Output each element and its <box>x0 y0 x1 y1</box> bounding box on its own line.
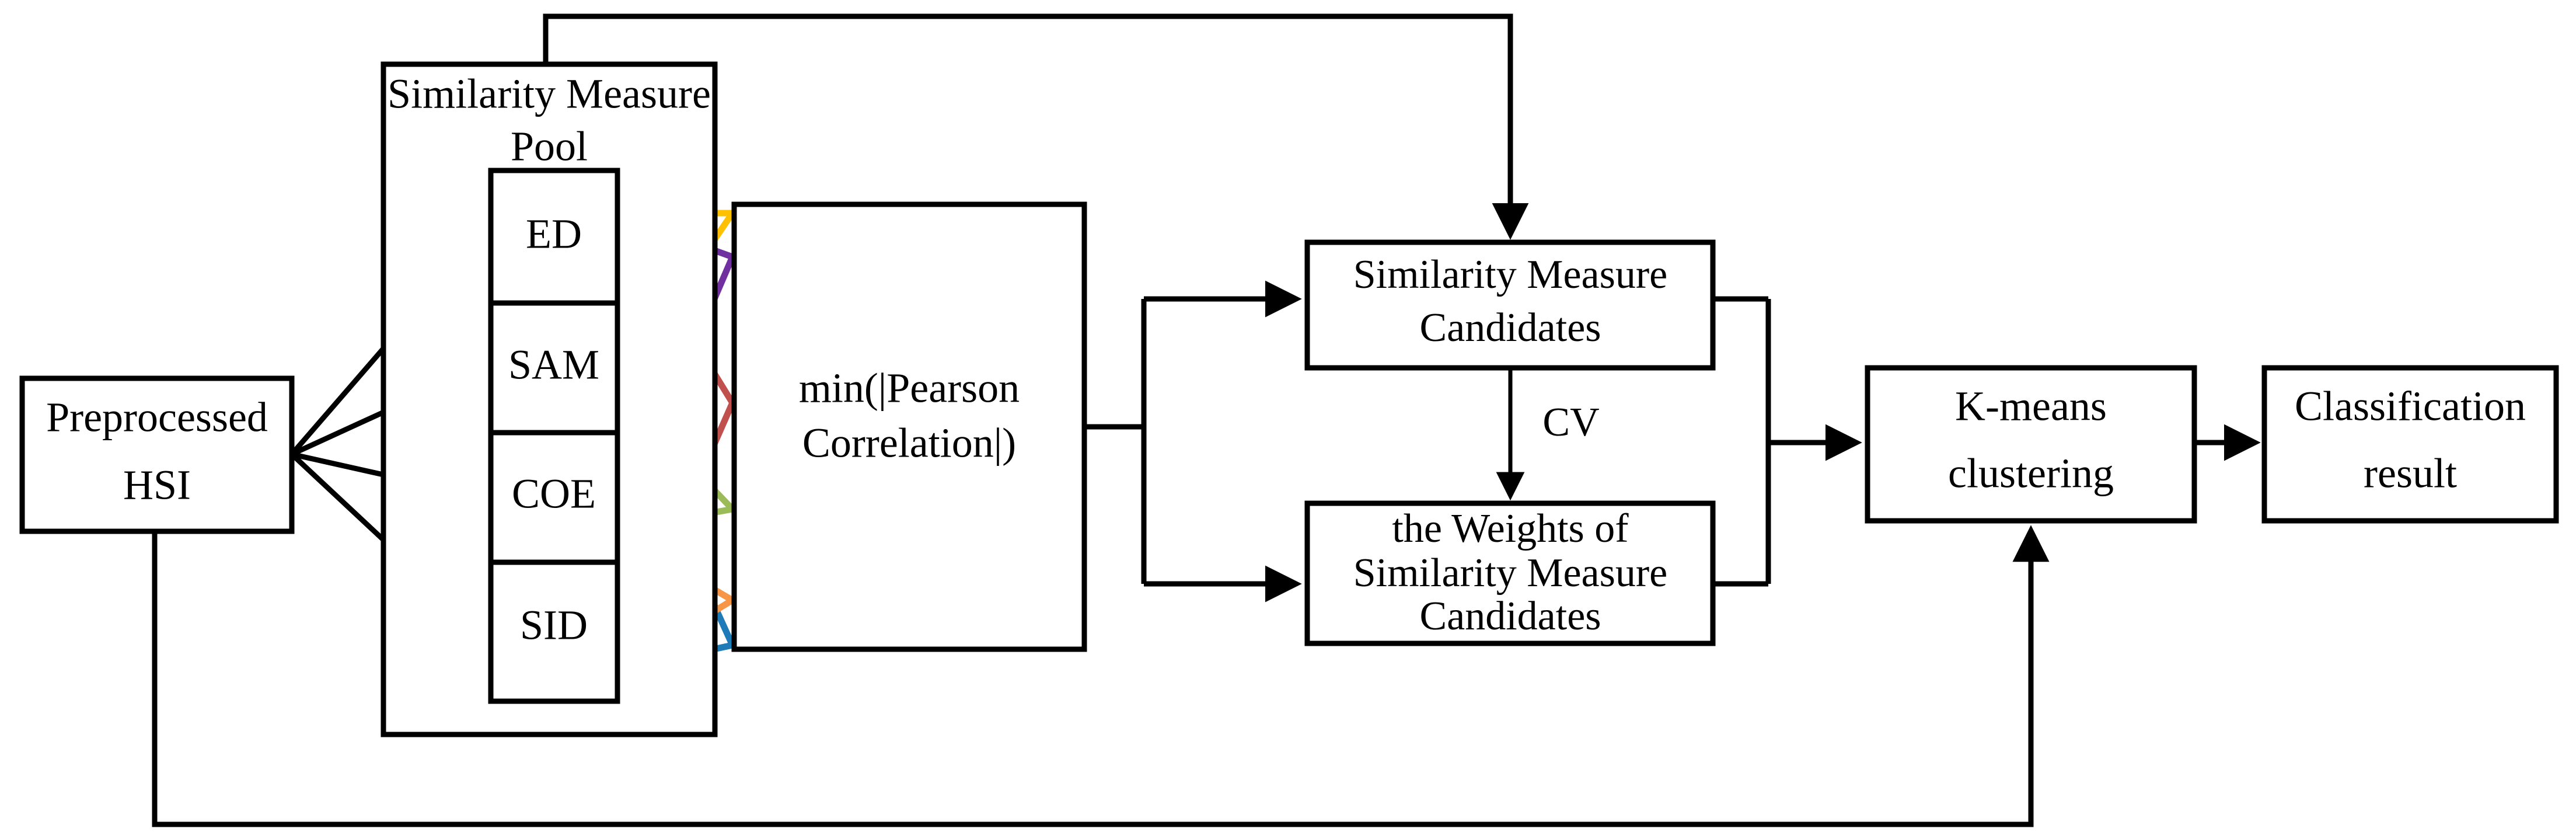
classification-label-line1: Classification <box>2295 383 2526 430</box>
node-weights-of-candidates[interactable]: the Weights of Similarity Measure Candid… <box>1304 500 1716 646</box>
candidates-label-line1: Similarity Measure <box>1353 252 1668 297</box>
node-kmeans-clustering[interactable]: K-means clustering <box>1865 365 2197 524</box>
cv-edge: CV <box>1496 368 1600 501</box>
measure-boxes: ED SAM COE SID <box>488 168 620 704</box>
weights-label-line3: Candidates <box>1419 594 1601 639</box>
node-pearson-correlation[interactable]: min(|Pearson Correlation|) <box>731 201 1087 652</box>
merge-to-kmeans-links <box>1713 296 1862 587</box>
pearson-label-line1: min(|Pearson <box>799 365 1020 412</box>
weights-label-line2: Similarity Measure <box>1353 551 1668 596</box>
pearson-label-line2: Correlation|) <box>802 420 1016 467</box>
classification-label-line2: result <box>2364 450 2457 497</box>
node-similarity-measure-candidates[interactable]: Similarity Measure Candidates <box>1304 239 1716 371</box>
kmeans-label-line2: clustering <box>1948 450 2114 497</box>
top-feedback-link <box>543 13 1529 240</box>
pool-label-line2: Pool <box>511 123 588 170</box>
measure-label-ed: ED <box>526 211 582 257</box>
node-classification-result[interactable]: Classification result <box>2261 365 2559 524</box>
bottom-feedback-link <box>152 525 2050 827</box>
measure-label-sid: SID <box>520 602 588 649</box>
preprocessed-hsi-label-line1: Preprocessed <box>46 394 268 441</box>
measure-label-sam: SAM <box>508 342 599 388</box>
measure-label-coe: COE <box>512 471 596 517</box>
cv-edge-label: CV <box>1542 400 1599 445</box>
weights-label-line1: the Weights of <box>1392 506 1629 551</box>
node-preprocessed-hsi[interactable]: Preprocessed HSI <box>19 375 295 534</box>
pearson-split-links <box>1084 280 1302 603</box>
measure-box-sam[interactable] <box>488 300 620 436</box>
preprocessed-hsi-label-line2: HSI <box>123 462 191 509</box>
pool-label-line1: Similarity Measure <box>388 71 711 117</box>
measure-box-coe[interactable] <box>488 430 620 565</box>
kmeans-label-line1: K-means <box>1955 383 2107 430</box>
candidates-label-line2: Candidates <box>1419 305 1601 350</box>
measure-box-sid[interactable] <box>488 559 620 704</box>
